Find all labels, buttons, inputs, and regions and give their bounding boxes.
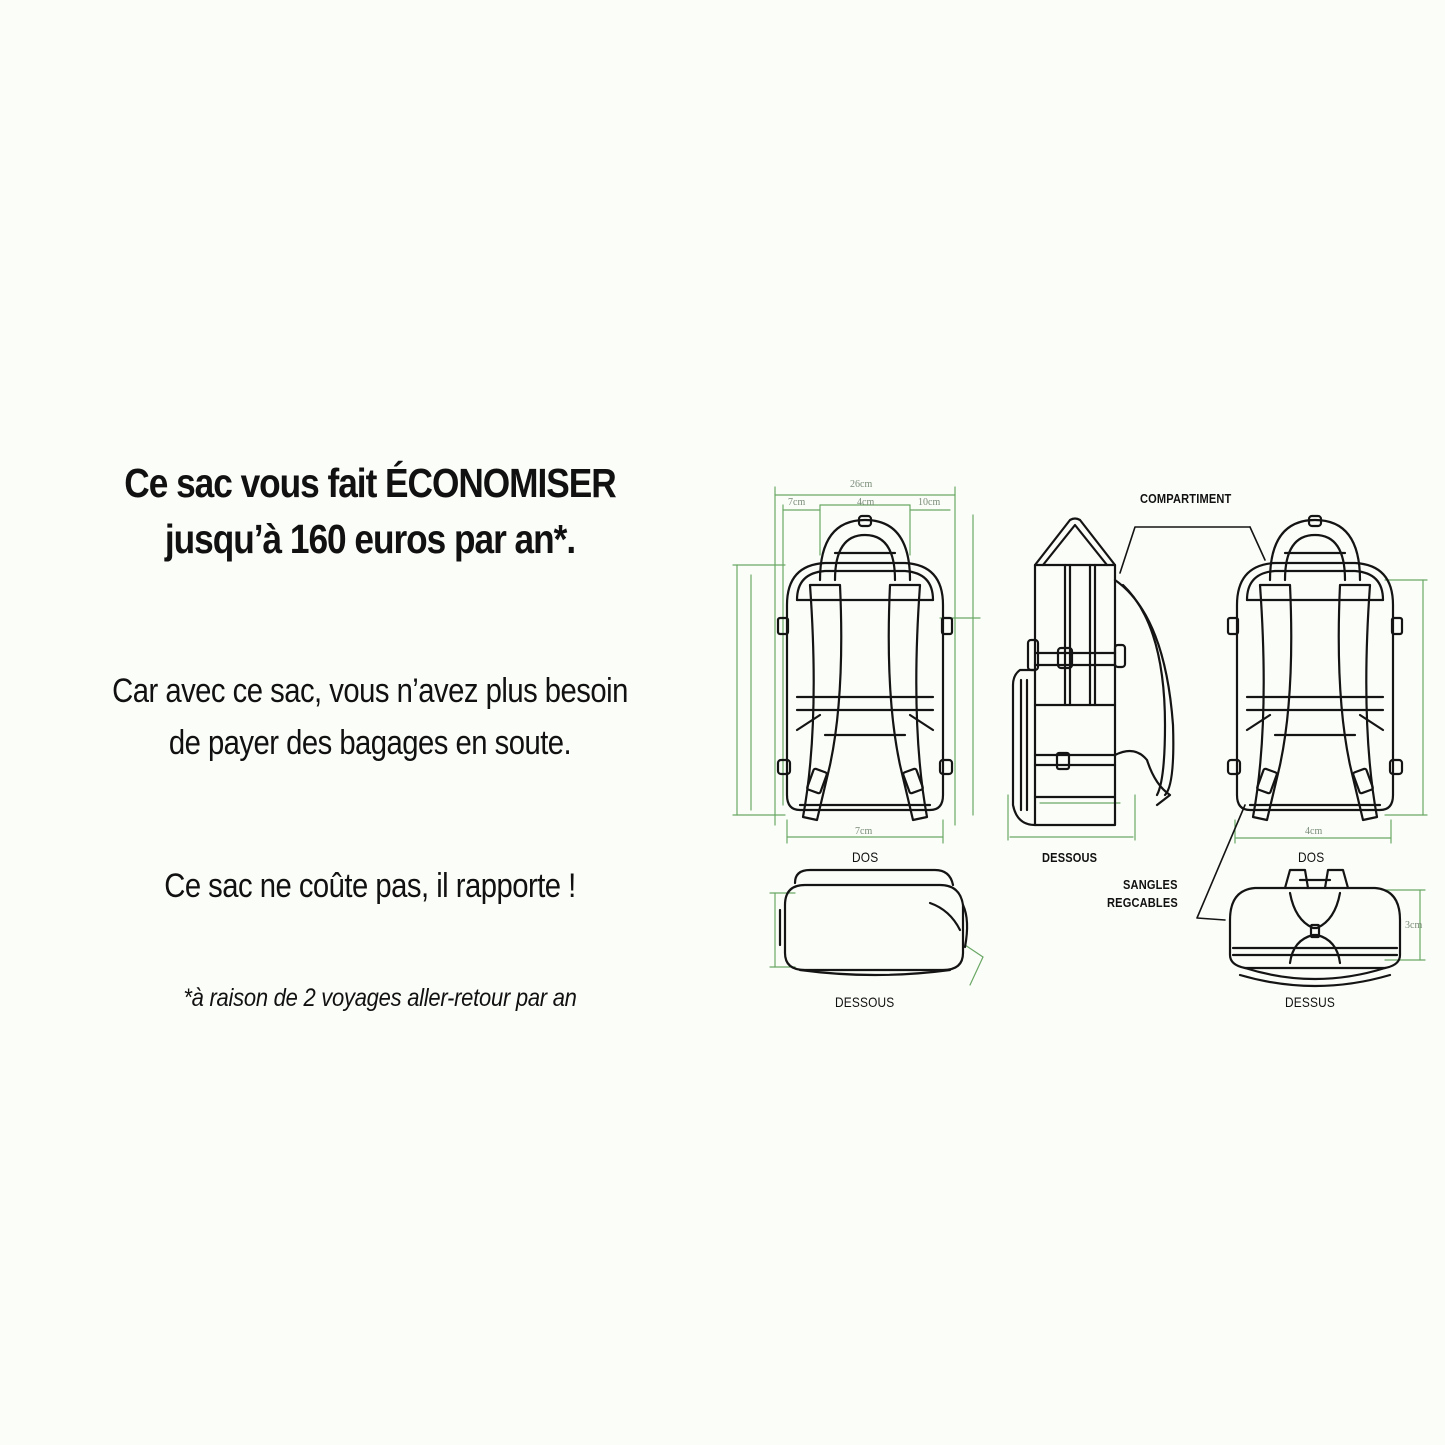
bottom-view-left bbox=[778, 868, 969, 977]
backpack-technical-diagram: 26cm 7cm 4cm 10cm 7cm 4cm 3cm COMPARTIME… bbox=[725, 465, 1435, 1025]
label-dessous-bottom: DESSOUS bbox=[835, 994, 895, 1010]
dim-top-left: 7cm bbox=[788, 497, 806, 508]
label-compartiment: COMPARTIMENT bbox=[1140, 491, 1232, 506]
label-dos-right: DOS bbox=[1298, 849, 1325, 865]
headline: Ce sac vous fait ÉCONOMISER jusqu’à 160 … bbox=[86, 455, 654, 567]
headline-line-1: Ce sac vous fait ÉCONOMISER bbox=[124, 460, 616, 506]
dim-bottom-right: 4cm bbox=[1305, 826, 1323, 837]
dim-top-width: 26cm bbox=[850, 479, 873, 490]
label-sangles-line1: SANGLES bbox=[1123, 877, 1178, 892]
footnote: *à raison de 2 voyages aller-retour par … bbox=[183, 984, 577, 1012]
dim-dessus-height: 3cm bbox=[1405, 920, 1423, 931]
body-line-2: de payer des bagages en soute. bbox=[168, 724, 572, 762]
backpack-drawing-icon bbox=[732, 486, 1428, 988]
side-view-middle bbox=[1011, 517, 1266, 827]
label-sangles-line2: REGCABLES bbox=[1107, 895, 1178, 910]
back-view-left bbox=[776, 514, 954, 822]
tagline: Ce sac ne coûte pas, il rapporte ! bbox=[164, 867, 576, 905]
label-dos-left: DOS bbox=[852, 849, 879, 865]
dim-top-mid: 4cm bbox=[857, 497, 875, 508]
top-view-right bbox=[1228, 868, 1402, 988]
dim-top-right: 10cm bbox=[918, 497, 941, 508]
dim-bottom-left: 7cm bbox=[855, 826, 873, 837]
headline-line-2: jusqu’à 160 euros par an*. bbox=[164, 516, 576, 562]
dimension-lines bbox=[732, 486, 1428, 986]
body-text: Car avec ce sac, vous n’avez plus besoin… bbox=[86, 665, 654, 769]
label-dessus-bottom: DESSUS bbox=[1285, 994, 1335, 1010]
body-line-1: Car avec ce sac, vous n’avez plus besoin bbox=[112, 672, 628, 710]
back-view-right bbox=[1196, 514, 1404, 921]
label-dessous-side: DESSOUS bbox=[1042, 850, 1098, 865]
